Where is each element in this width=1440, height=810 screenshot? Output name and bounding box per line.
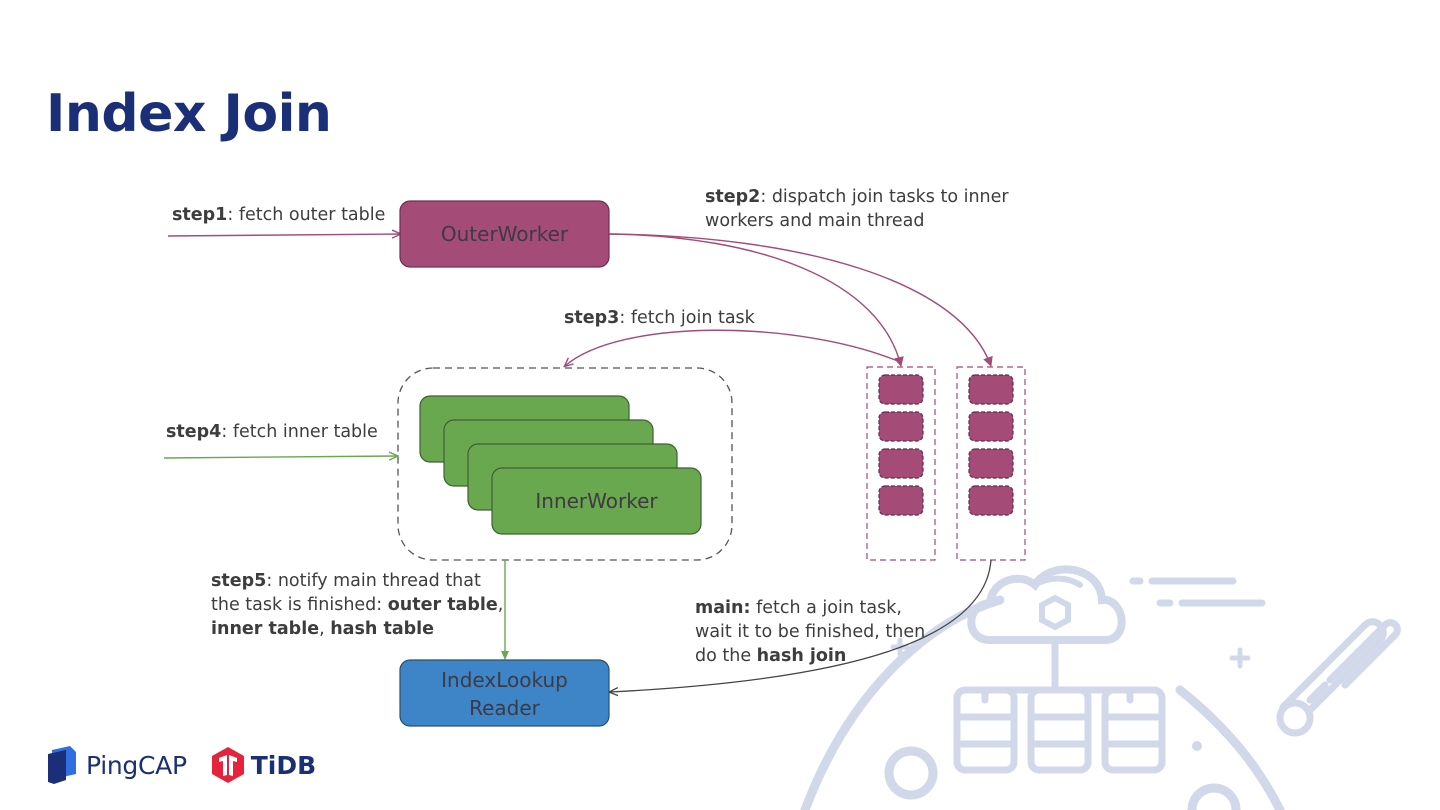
main-text-line3: do the (695, 646, 757, 666)
step4-arrow (163, 456, 397, 458)
pingcap-wordmark: PingCAP (86, 750, 187, 780)
join-task-block (878, 448, 924, 479)
main-label: main: fetch a join task, wait it to be fi… (695, 596, 925, 668)
step5-text-line2: the task is finished: (211, 595, 388, 615)
step5-label: step5: notify main thread that the task i… (211, 569, 503, 641)
step3-text: : fetch join task (619, 308, 755, 328)
step5-comma: , (497, 595, 504, 615)
step2-text-line1: : dispatch join tasks to inner (760, 187, 1009, 207)
index-lookup-label-line1: IndexLookup (441, 668, 568, 692)
step3-arrow (565, 329, 901, 366)
pingcap-logo-icon (48, 746, 76, 784)
join-task-block (878, 485, 924, 516)
step2-key: step2 (705, 187, 761, 207)
step3-key: step3 (564, 308, 620, 328)
step1-key: step1 (172, 205, 228, 225)
footer-logos: PingCAP TiDB (48, 746, 316, 784)
cloud-icon (967, 565, 1126, 644)
speed-lines-icon (1129, 577, 1266, 607)
inner-worker-pool (397, 367, 733, 561)
join-task-block (968, 485, 1014, 516)
index-lookup-reader-node: IndexLookup Reader (399, 659, 610, 727)
step5-inner-table: inner table (211, 619, 320, 639)
main-hash-join: hash join (756, 646, 847, 666)
step5-comma: , (319, 619, 331, 639)
inner-worker-label: InnerWorker (535, 489, 658, 513)
step5-outer-table: outer table (387, 595, 498, 615)
step1-text: : fetch outer table (227, 205, 386, 225)
step1-label: step1: fetch outer table (172, 203, 385, 227)
join-task-block (968, 448, 1014, 479)
tidb-logo-icon (211, 747, 244, 783)
task-queue-main (956, 366, 1026, 561)
plus-icon (1229, 647, 1251, 669)
task-queue-inner (866, 366, 936, 561)
small-planet-icon (884, 746, 938, 800)
join-task-block (878, 374, 924, 405)
step5-key: step5 (211, 571, 267, 591)
index-lookup-label-line2: Reader (469, 696, 541, 720)
main-thread-arrow (610, 559, 992, 692)
inner-worker-card (491, 467, 702, 535)
step2-arrow-to-inner-queue (608, 233, 904, 367)
step5-hash-table: hash table (330, 619, 435, 639)
outer-worker-node: OuterWorker (399, 200, 610, 268)
main-text-line1: fetch a join task, (750, 598, 902, 618)
step1-arrow (167, 234, 400, 236)
step4-key: step4 (166, 422, 222, 442)
join-task-block (968, 374, 1014, 405)
comet-icon (1276, 618, 1401, 737)
tidb-wordmark: TiDB (250, 750, 317, 780)
join-task-block (968, 411, 1014, 442)
main-key: main: (695, 598, 751, 618)
main-text-line2: wait it to be finished, then (695, 622, 926, 642)
slide-title: Index Join (46, 84, 332, 144)
step2-arrow-to-main-queue (608, 233, 993, 367)
step5-text-line1: : notify main thread that (266, 571, 481, 591)
step4-label: step4: fetch inner table (166, 420, 378, 444)
join-task-block (878, 411, 924, 442)
outer-worker-label: OuterWorker (441, 222, 569, 246)
step4-text: : fetch inner table (221, 422, 378, 442)
step3-label: step3: fetch join task (564, 306, 755, 330)
server-rack-icon (953, 686, 1166, 774)
inner-worker-stack: InnerWorker (419, 395, 702, 535)
step2-label: step2: dispatch join tasks to inner worke… (705, 185, 1009, 233)
background-illustration (800, 565, 1401, 810)
step2-text-line2: workers and main thread (705, 211, 925, 231)
